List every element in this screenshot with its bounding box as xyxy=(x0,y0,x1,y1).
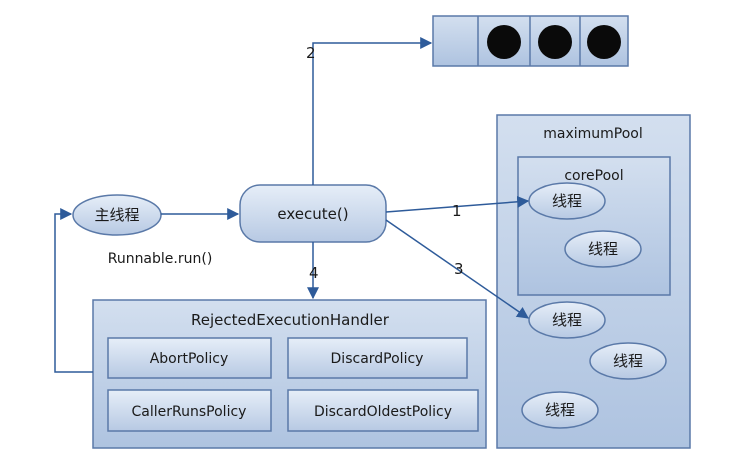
extra-thread-node xyxy=(521,391,599,429)
caller-runs-policy-box xyxy=(107,389,272,432)
rejected-execution-handler: RejectedExecutionHandler AbortPolicy Dis… xyxy=(92,299,487,449)
maximum-pool-title: maximumPool xyxy=(543,126,643,142)
discard-policy-box xyxy=(287,337,468,379)
main-thread: 主线程 Runnable.run() xyxy=(72,194,213,267)
abort-policy-label: AbortPolicy xyxy=(150,351,229,367)
extra-thread-label: 线程 xyxy=(545,401,575,419)
abort-policy-box xyxy=(107,337,272,379)
core-thread-label: 线程 xyxy=(588,240,618,258)
task-queue xyxy=(432,15,629,67)
core-thread-node xyxy=(564,230,642,268)
queued-task-dot xyxy=(587,25,621,59)
arrow-execute-to-core-thread xyxy=(385,195,530,213)
runnable-run-caption: Runnable.run() xyxy=(108,251,213,267)
core-pool-title: corePool xyxy=(564,168,623,184)
rejected-handler-title: RejectedExecutionHandler xyxy=(191,311,390,329)
extra-thread-node xyxy=(528,301,606,339)
arrow-label-2: 2 xyxy=(306,44,316,62)
arrow-execute-to-extra-thread xyxy=(385,219,529,319)
arrow-rejected-back-to-main xyxy=(54,208,93,373)
core-pool-box xyxy=(517,156,671,296)
main-thread-node xyxy=(72,194,162,236)
caller-runs-policy-label: CallerRunsPolicy xyxy=(132,404,247,420)
extra-thread-label: 线程 xyxy=(552,311,582,329)
extra-thread-node xyxy=(589,342,667,380)
arrow-label-3: 3 xyxy=(454,260,464,278)
main-thread-label: 主线程 xyxy=(94,206,139,224)
queued-task-dot xyxy=(487,25,521,59)
arrow-label-4: 4 xyxy=(309,264,319,282)
arrows xyxy=(54,37,530,373)
extra-thread-label: 线程 xyxy=(613,352,643,370)
arrow-label-1: 1 xyxy=(452,202,462,220)
arrow-execute-to-queue xyxy=(312,37,433,185)
maximum-pool: maximumPool corePool 线程 线程 线程 线程 线程 xyxy=(496,114,691,449)
core-thread-label: 线程 xyxy=(552,192,582,210)
discard-oldest-policy-box xyxy=(287,389,479,432)
execute-label: execute() xyxy=(277,205,348,223)
execute-node-group: execute() xyxy=(239,184,387,243)
discard-oldest-policy-label: DiscardOldestPolicy xyxy=(314,404,452,420)
discard-policy-label: DiscardPolicy xyxy=(331,351,424,367)
queued-task-dot xyxy=(538,25,572,59)
